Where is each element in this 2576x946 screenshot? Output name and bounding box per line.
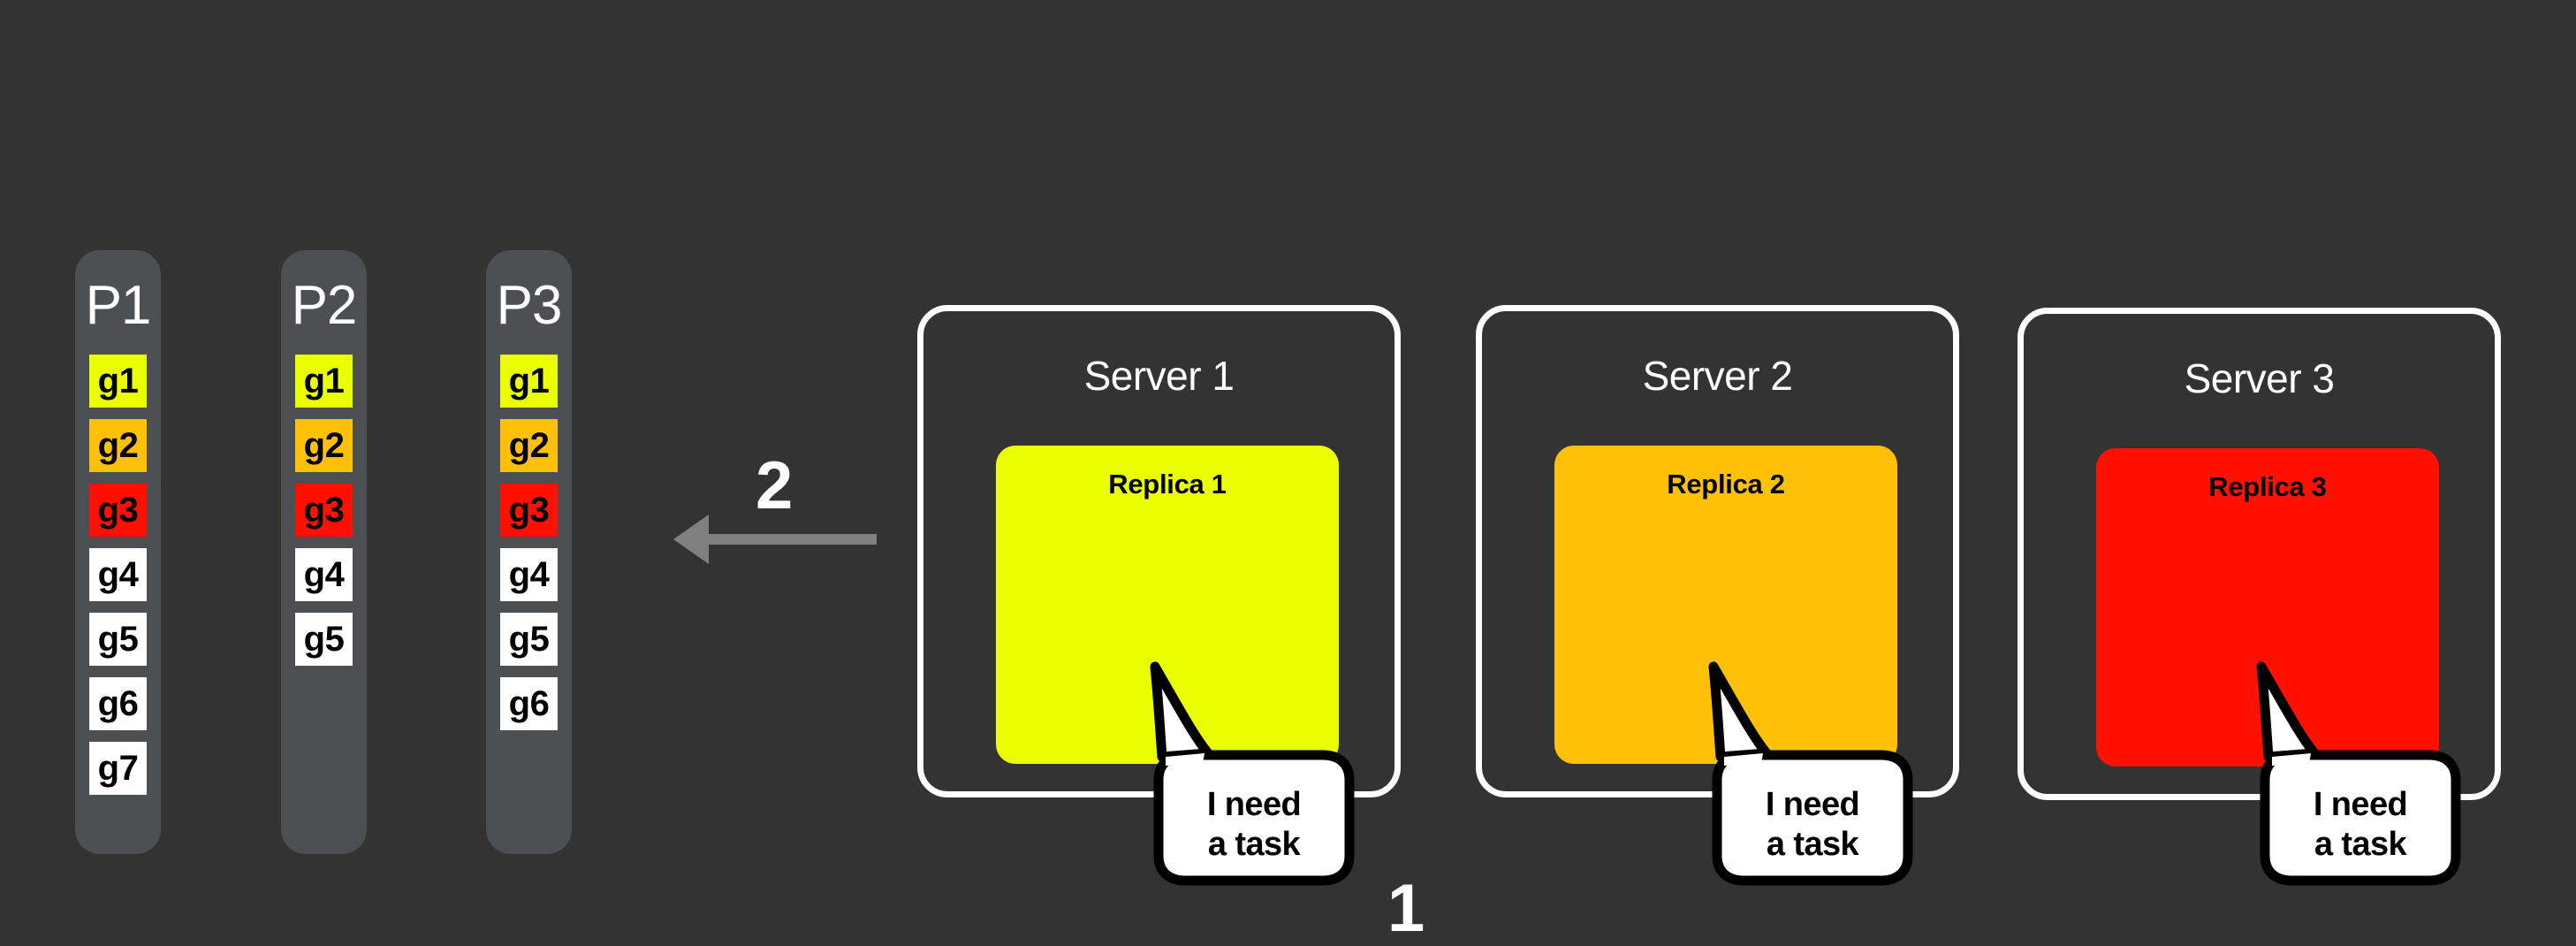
step-2-label: 2 <box>756 448 794 523</box>
server-box-3: Server 3 Replica 3 <box>2017 308 2501 800</box>
server-title: Server 3 <box>2184 355 2335 401</box>
partition-title: P3 <box>496 275 563 336</box>
speech-bubble-text: I need a task <box>1765 786 1860 863</box>
task-item[interactable]: g6 <box>500 677 558 730</box>
task-item[interactable]: g3 <box>89 484 147 537</box>
task-list: g1 g2 g3 g4 g5 <box>281 355 367 677</box>
replica-label: Replica 2 <box>1667 469 1785 500</box>
replica-label: Replica 3 <box>2208 471 2327 502</box>
task-item[interactable]: g5 <box>500 613 558 666</box>
task-item[interactable]: g2 <box>89 419 147 472</box>
task-list: g1 g2 g3 g4 g5 g6 <box>486 355 572 742</box>
task-item[interactable]: g2 <box>295 419 353 472</box>
partition-column-p1: P1 g1 g2 g3 g4 g5 g6 g7 <box>75 250 161 854</box>
task-item[interactable]: g6 <box>89 677 147 730</box>
speech-bubble-shape <box>1708 661 1913 886</box>
task-item[interactable]: g4 <box>89 548 147 601</box>
server-title: Server 2 <box>1642 353 1793 399</box>
task-item[interactable]: g4 <box>500 548 558 601</box>
server-box-1: Server 1 Replica 1 <box>917 305 1401 797</box>
arrow-shaft <box>707 534 877 545</box>
task-item[interactable]: g2 <box>500 419 558 472</box>
assign-task-arrow <box>673 513 877 566</box>
speech-bubble-text: I need a task <box>1206 786 1302 863</box>
speech-bubble-server-2: I need a task <box>1701 661 1924 886</box>
partition-column-p3: P3 g1 g2 g3 g4 g5 g6 <box>486 250 572 854</box>
task-item[interactable]: g1 <box>500 355 558 408</box>
task-item[interactable]: g7 <box>89 742 147 795</box>
arrow-head-icon <box>673 515 709 564</box>
server-title: Server 1 <box>1083 353 1235 399</box>
replica-label: Replica 1 <box>1108 469 1227 500</box>
speech-bubble-text: I need a task <box>2313 786 2408 863</box>
partition-title: P1 <box>85 275 152 336</box>
task-item[interactable]: g1 <box>295 355 353 408</box>
partition-column-p2: P2 g1 g2 g3 g4 g5 <box>281 250 367 854</box>
speech-bubble-server-1: I need a task <box>1143 661 1365 886</box>
speech-bubble-shape <box>2256 661 2461 886</box>
partition-title: P2 <box>291 275 358 336</box>
speech-bubble-server-3: I need a task <box>2249 661 2472 886</box>
step-1-label: 1 <box>1387 871 1425 946</box>
task-list: g1 g2 g3 g4 g5 g6 g7 <box>75 355 161 806</box>
task-item[interactable]: g3 <box>500 484 558 537</box>
task-item[interactable]: g4 <box>295 548 353 601</box>
task-item[interactable]: g3 <box>295 484 353 537</box>
task-item[interactable]: g5 <box>89 613 147 666</box>
task-item[interactable]: g5 <box>295 613 353 666</box>
speech-bubble-shape <box>1150 661 1355 886</box>
task-item[interactable]: g1 <box>89 355 147 408</box>
